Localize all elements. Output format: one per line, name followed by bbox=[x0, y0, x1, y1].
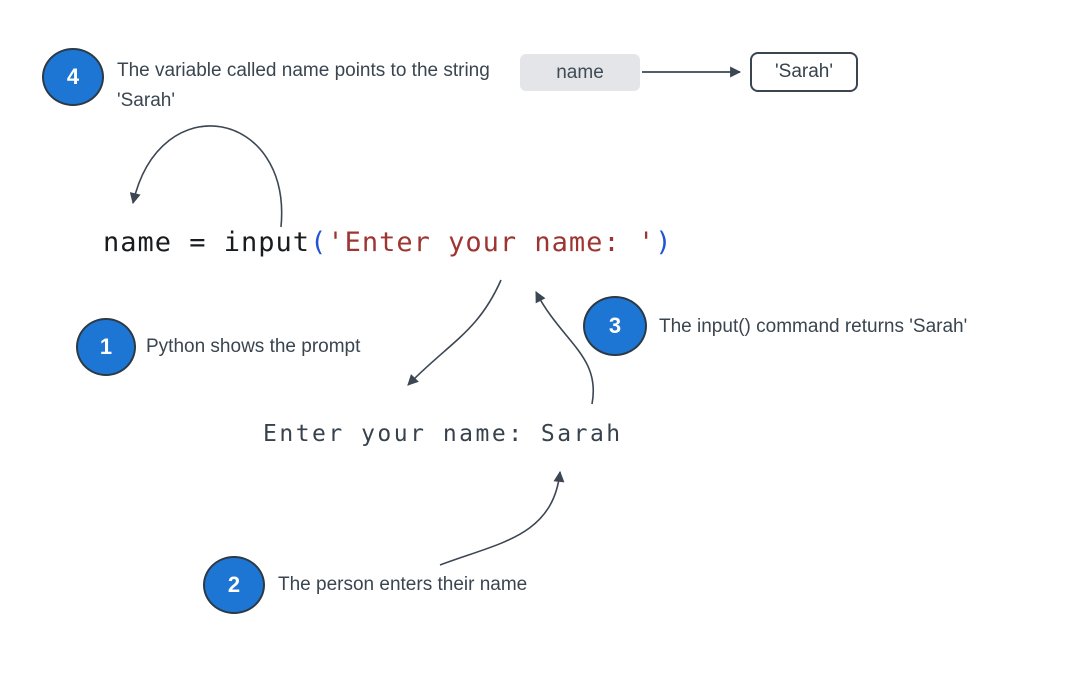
arrow-code-to-variable bbox=[129, 125, 283, 228]
code-token-default: name = input bbox=[103, 227, 311, 258]
code-token-string: 'Enter your name: ' bbox=[327, 227, 656, 258]
terminal-output: Enter your name: Sarah bbox=[263, 421, 623, 447]
variable-name-box: name bbox=[520, 54, 640, 91]
step-2-number: 2 bbox=[227, 572, 241, 597]
step-4-number: 4 bbox=[66, 64, 80, 89]
variable-value-box: 'Sarah' bbox=[750, 52, 858, 92]
variable-name-label: name bbox=[556, 61, 604, 83]
step-3-label: The input() command returns 'Sarah' bbox=[659, 316, 968, 337]
code-token-open-paren: ( bbox=[310, 227, 328, 258]
arrow-person-enters bbox=[439, 470, 565, 566]
step-4-label: The variable called name points to the s… bbox=[117, 60, 490, 111]
variable-value-label: 'Sarah' bbox=[775, 61, 833, 82]
step-3-number: 3 bbox=[608, 313, 622, 338]
arrow-code-to-prompt bbox=[407, 279, 502, 386]
step-3-badge: 3 bbox=[583, 296, 647, 356]
step-1-label: Python shows the prompt bbox=[146, 336, 361, 357]
step-1-number: 1 bbox=[99, 334, 113, 359]
arrow-input-returns bbox=[535, 291, 595, 405]
step-2-badge: 2 bbox=[203, 556, 265, 614]
step-1-badge: 1 bbox=[76, 318, 136, 376]
code-line: name = input('Enter your name: ') bbox=[103, 227, 672, 258]
code-token-close-paren: ) bbox=[655, 227, 673, 258]
step-4-badge: 4 bbox=[42, 48, 104, 106]
step-2-label: The person enters their name bbox=[278, 574, 528, 595]
